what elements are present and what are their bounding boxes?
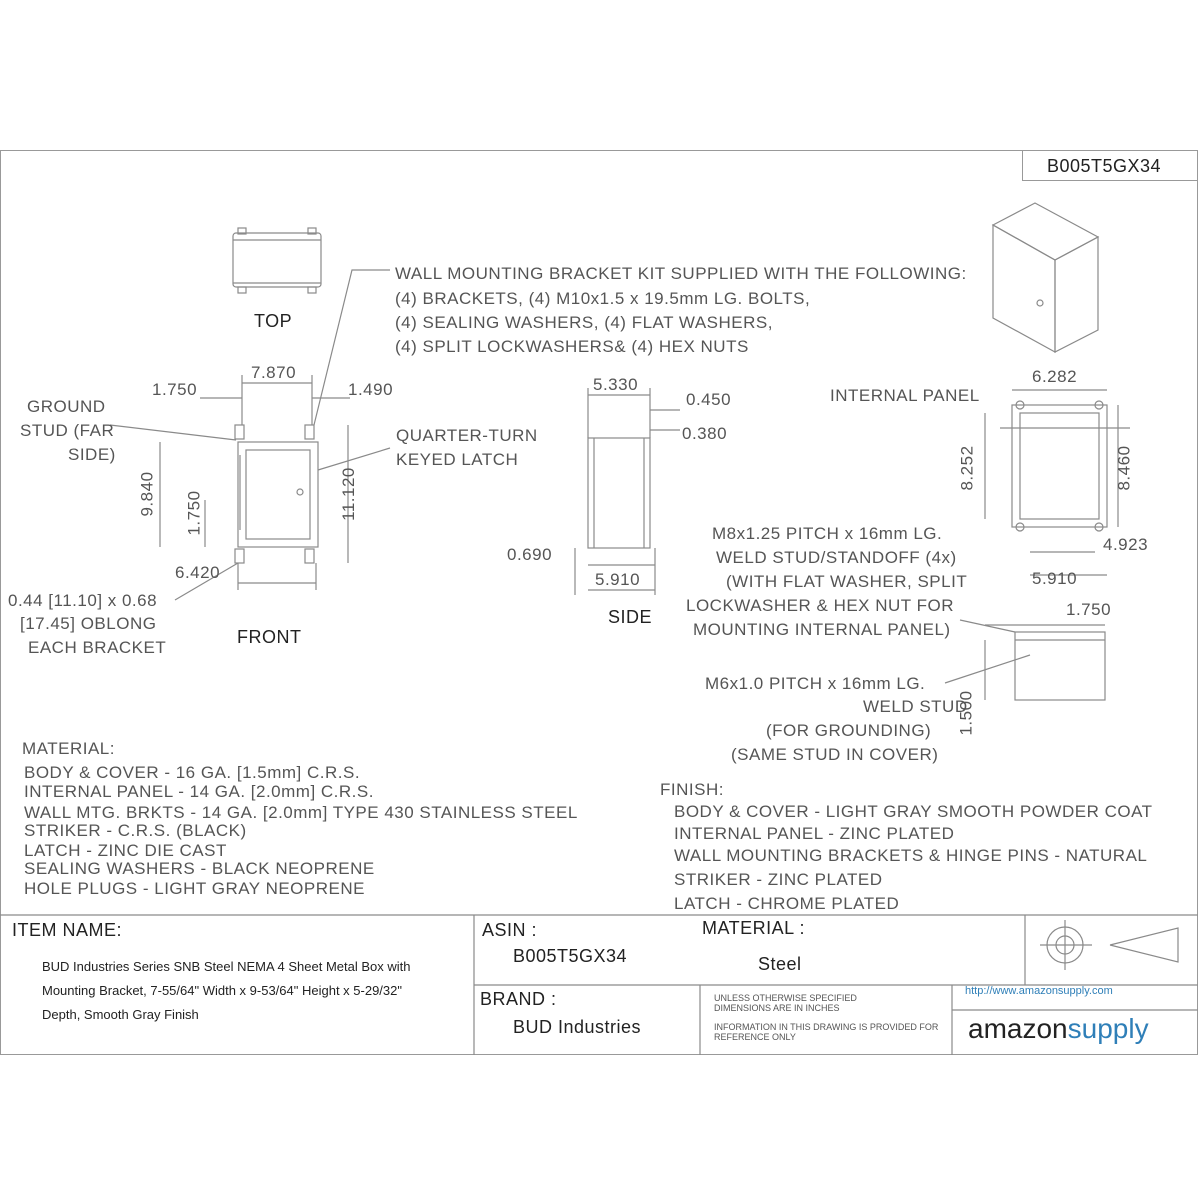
- oblong-note-3: EACH BRACKET: [28, 638, 167, 657]
- front-view-box: [237, 441, 319, 548]
- dim-front-h: 9.840: [137, 471, 157, 517]
- part-number-box: [1022, 150, 1198, 181]
- material-line-1: BODY & COVER - 16 GA. [1.5mm] C.R.S.: [24, 763, 361, 782]
- material-line-2: INTERNAL PANEL - 14 GA. [2.0mm] C.R.S.: [24, 782, 374, 801]
- top-view-box: [232, 232, 322, 288]
- weld-stud-1: M8x1.25 PITCH x 16mm LG.: [712, 524, 943, 543]
- part-number: B005T5GX34: [1047, 156, 1162, 176]
- internal-panel-view: [1011, 404, 1108, 528]
- top-view-label: TOP: [254, 311, 293, 331]
- weld-stud-2: WELD STUD/STANDOFF (4x): [716, 548, 957, 567]
- logo-supply: supply: [1067, 1013, 1149, 1044]
- finish-line-5: LATCH - CHROME PLATED: [674, 894, 900, 913]
- internal-panel-label: INTERNAL PANEL: [830, 386, 980, 405]
- material-line-5: LATCH - ZINC DIE CAST: [24, 841, 227, 860]
- material-line-6: SEALING WASHERS - BLACK NEOPRENE: [24, 859, 375, 878]
- finish-line-1: BODY & COVER - LIGHT GRAY SMOOTH POWDER …: [674, 802, 1153, 821]
- material-label: MATERIAL :: [702, 918, 806, 938]
- drawing-sheet: [0, 150, 1198, 1055]
- note-units: UNLESS OTHERWISE SPECIFIED DIMENSIONS AR…: [714, 993, 857, 1013]
- side-view-box: [587, 437, 651, 549]
- brand-value: BUD Industries: [513, 1017, 642, 1037]
- material-line-3: WALL MTG. BRKTS - 14 GA. [2.0mm] TYPE 43…: [24, 803, 578, 822]
- note-reference: INFORMATION IN THIS DRAWING IS PROVIDED …: [714, 1022, 939, 1042]
- dim-side-b: 0.380: [682, 424, 728, 443]
- item-name: BUD Industries Series SNB Steel NEMA 4 S…: [42, 959, 411, 1022]
- front-view-label: FRONT: [237, 627, 302, 647]
- weld-stud-4: LOCKWASHER & HEX NUT FOR: [686, 596, 954, 615]
- dim-side-c: 0.690: [507, 545, 553, 564]
- dim-panel-d: 5.910: [1032, 569, 1078, 588]
- side-view-label: SIDE: [608, 607, 653, 627]
- dim-side-a: 0.450: [686, 390, 732, 409]
- dim-front-w: 7.870: [251, 363, 297, 382]
- dim-front-oh: 11.120: [338, 467, 358, 521]
- bracket-kit-line-4: (4) SPLIT LOCKWASHERS& (4) HEX NUTS: [395, 337, 749, 356]
- material-line-4: STRIKER - C.R.S. (BLACK): [24, 821, 247, 840]
- oblong-note-1: 0.44 [11.10] x 0.68: [8, 591, 158, 610]
- material-heading: MATERIAL:: [22, 739, 115, 758]
- dim-panel-oh: 8.460: [1114, 445, 1134, 491]
- oblong-note-2: [17.45] OBLONG: [20, 614, 157, 633]
- iso-box-front: [992, 223, 1056, 354]
- ground-weld-3: (FOR GROUNDING): [766, 721, 932, 740]
- finish-line-2: INTERNAL PANEL - ZINC PLATED: [674, 824, 955, 843]
- dim-det-w: 1.750: [1066, 600, 1112, 619]
- weld-stud-5: MOUNTING INTERNAL PANEL): [693, 620, 951, 639]
- material-line-7: HOLE PLUGS - LIGHT GRAY NEOPRENE: [24, 879, 365, 898]
- dim-panel-h: 8.252: [957, 445, 977, 491]
- detail-view: [1014, 631, 1106, 701]
- finish-heading: FINISH:: [660, 780, 724, 799]
- dim-side-d: 5.910: [595, 570, 641, 589]
- ground-stud-1: GROUND: [27, 397, 106, 416]
- asin-label: ASIN :: [482, 920, 538, 940]
- asin-value: B005T5GX34: [513, 946, 628, 966]
- finish-line-4: STRIKER - ZINC PLATED: [674, 870, 883, 889]
- brand-label: BRAND :: [480, 989, 557, 1009]
- dim-front-bw: 6.420: [175, 563, 221, 582]
- dim-front-l: 1.750: [152, 380, 198, 399]
- latch-note-1: QUARTER-TURN: [396, 426, 538, 445]
- logo-amazon: amazon: [968, 1013, 1068, 1044]
- dim-side-w: 5.330: [593, 375, 639, 394]
- latch-note-2: KEYED LATCH: [396, 450, 519, 469]
- dim-front-r: 1.490: [348, 380, 394, 399]
- bracket-kit-line-3: (4) SEALING WASHERS, (4) FLAT WASHERS,: [395, 313, 773, 332]
- ground-stud-2: STUD (FAR: [20, 421, 115, 440]
- ground-weld-4: (SAME STUD IN COVER): [731, 745, 939, 764]
- bracket-kit-line-1: WALL MOUNTING BRACKET KIT SUPPLIED WITH …: [395, 264, 967, 283]
- bracket-kit-line-2: (4) BRACKETS, (4) M10x1.5 x 19.5mm LG. B…: [395, 289, 811, 308]
- amazonsupply-logo: amazonsupply: [968, 1013, 1149, 1045]
- ground-stud-3: SIDE): [68, 445, 116, 464]
- dim-panel-w: 6.282: [1032, 367, 1078, 386]
- item-name-label: ITEM NAME:: [12, 920, 123, 940]
- ground-weld-1: M6x1.0 PITCH x 16mm LG.: [705, 674, 926, 693]
- ground-weld-2: WELD STUD: [863, 697, 968, 716]
- finish-line-3: WALL MOUNTING BRACKETS & HINGE PINS - NA…: [674, 846, 1148, 865]
- amazonsupply-url[interactable]: http://www.amazonsupply.com: [965, 985, 1113, 997]
- dim-front-mid: 1.750: [184, 490, 204, 536]
- material-value: Steel: [758, 954, 802, 974]
- dim-panel-x: 4.923: [1103, 535, 1149, 554]
- weld-stud-3: (WITH FLAT WASHER, SPLIT: [726, 572, 968, 591]
